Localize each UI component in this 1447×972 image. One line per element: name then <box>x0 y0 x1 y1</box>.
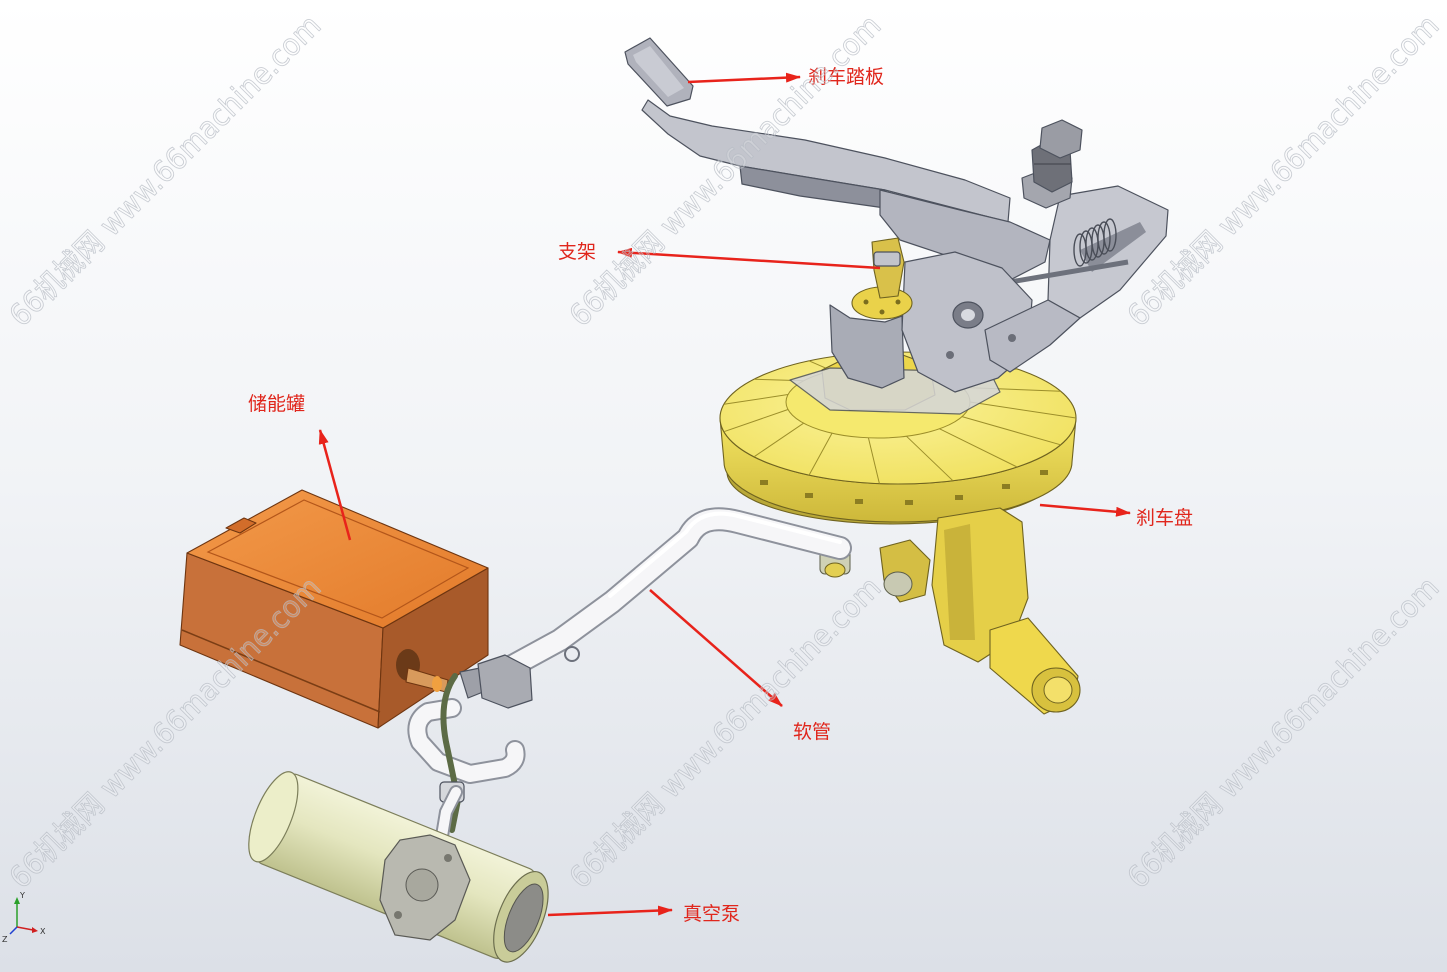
triad-y-label: Y <box>19 891 25 900</box>
pump-end-face <box>503 883 544 953</box>
arrow-brake-disc <box>1039 503 1131 517</box>
return-spring <box>1073 218 1117 267</box>
valve-ball <box>883 571 913 597</box>
booster-rib <box>961 416 1061 446</box>
hose-clamp <box>564 646 580 662</box>
booster-rim-notches <box>760 470 1048 505</box>
valve-nut <box>824 562 846 578</box>
flange-hole <box>895 299 901 305</box>
pivot-rod <box>1009 259 1129 285</box>
pedal-pad-face <box>633 46 684 97</box>
triad-y-arrowhead <box>14 897 20 904</box>
pedal-pivot-plate <box>879 189 1051 281</box>
bracket-lower-plate <box>829 304 905 389</box>
booster-rib <box>723 394 789 405</box>
vacuum-hose <box>493 507 852 682</box>
bracket-side-plate <box>984 299 1081 373</box>
spring-coil <box>1103 218 1117 252</box>
booster-rib <box>969 401 1077 419</box>
label-tank: 储能罐 <box>248 393 305 415</box>
booster-rib <box>753 422 804 458</box>
rim-notch <box>855 499 863 504</box>
flange-hole <box>879 309 885 315</box>
brake-pedal <box>624 37 1169 319</box>
arrow-tank <box>318 429 352 541</box>
triad-z-axis <box>9 926 18 935</box>
pedal-switch-sensor <box>1021 119 1083 209</box>
bracket-pivot-bolt <box>961 309 975 321</box>
label-brake-disc: 刹车盘 <box>1136 507 1193 529</box>
hose-highlight <box>608 511 842 598</box>
arrow-brake-pedal <box>687 72 801 84</box>
rim-notch <box>760 480 768 485</box>
housing-slot <box>1080 222 1146 272</box>
hose-body <box>495 509 850 680</box>
tank-tab <box>225 517 257 534</box>
pump-head-bolt <box>394 911 402 919</box>
rim-notch <box>955 495 963 500</box>
lower-pipe <box>409 700 524 782</box>
pump-left-cap <box>248 771 299 863</box>
tank-port-ring <box>432 676 442 692</box>
arrow-vacuum-pump <box>547 905 673 917</box>
housing-shade <box>944 524 975 640</box>
triad-x-axis <box>16 926 34 931</box>
rim-notch <box>1040 470 1048 475</box>
bracket-small-hole <box>1008 334 1016 342</box>
rim-notch <box>805 493 813 498</box>
spring-coil <box>1097 221 1111 255</box>
label-vacuum-pump: 真空泵 <box>683 903 740 925</box>
booster-rib <box>906 435 954 482</box>
rim-notch <box>905 500 913 505</box>
triad-z-label: Z <box>2 935 8 944</box>
pump-head-bolt <box>444 854 452 862</box>
rim-notch <box>1002 484 1010 489</box>
flange-hole <box>863 299 869 305</box>
triad-x-arrowhead <box>32 927 38 933</box>
connector-block <box>477 654 533 709</box>
pedal-bracket <box>829 237 1081 393</box>
coordinate-triad: Y X Z <box>2 891 46 944</box>
booster-rib <box>723 409 789 433</box>
arrow-bracket <box>617 247 881 270</box>
label-brake-pedal: 刹车踏板 <box>808 66 884 88</box>
booster-rib <box>939 428 1018 468</box>
triad-x-label: X <box>40 927 46 936</box>
tank-top-face <box>186 489 489 629</box>
outlet-bore <box>1043 676 1073 704</box>
vacuum-pump <box>248 771 549 963</box>
booster-rib <box>808 432 833 476</box>
clevis-nut <box>873 251 901 267</box>
label-hose: 软管 <box>793 721 831 743</box>
booster-rib <box>867 437 880 484</box>
arrow-hose <box>649 589 783 707</box>
storage-tank <box>179 489 489 729</box>
tank-flange <box>181 629 381 713</box>
sensor-connector <box>1039 119 1083 159</box>
label-bracket: 支架 <box>558 241 596 263</box>
callout-labels: 刹车踏板 支架 储能罐 刹车盘 软管 真空泵 <box>248 66 1193 925</box>
callout-arrows <box>318 72 1131 917</box>
tank-lid <box>206 499 470 619</box>
bracket-small-hole <box>946 351 954 359</box>
pump-head-boss <box>405 868 439 902</box>
